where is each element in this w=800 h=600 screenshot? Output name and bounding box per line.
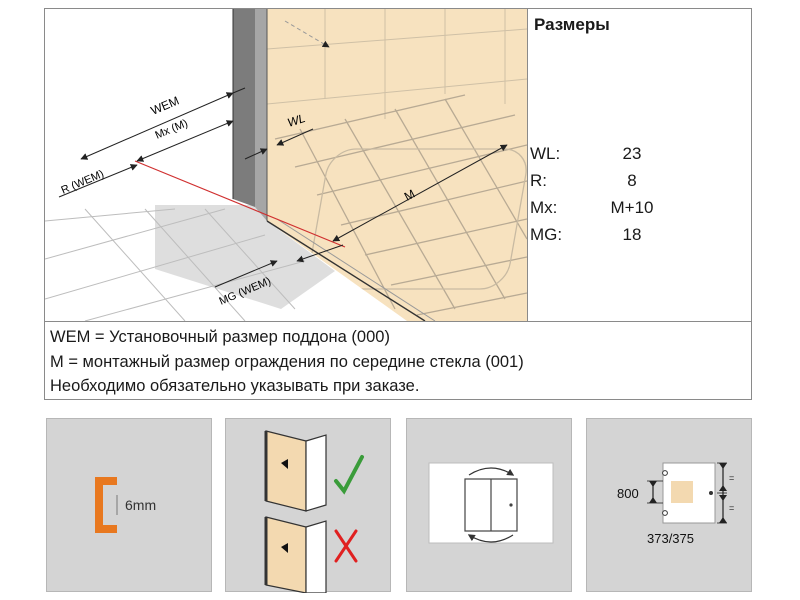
dimension-key: R:	[530, 171, 547, 190]
installation-drawing-svg: WEM Mx (M) R (WEM) WL M MG (WEM)	[45, 9, 527, 321]
checkmark-icon	[334, 455, 364, 495]
door-orientation-box	[225, 418, 391, 593]
dimensions-title: Размеры	[534, 15, 610, 34]
label-mx: Mx (M)	[153, 117, 189, 141]
installation-drawing: WEM Mx (M) R (WEM) WL M MG (WEM)	[45, 9, 528, 321]
dimension-value: 23	[622, 144, 642, 163]
dimensions-panel: Размеры WL: 23 R: 8 Mx: M+10 MG: 18	[528, 9, 751, 321]
door-correct-drawing	[264, 430, 327, 512]
dimension-value: 8	[627, 171, 637, 190]
dimension-row-mx: Mx: M+10	[530, 197, 676, 224]
dimension-row-r: R: 8	[530, 170, 676, 197]
handle-height-label: 800	[617, 486, 639, 501]
cross-icon	[334, 529, 358, 563]
handle-height-icon: 800 = = 373/375	[617, 462, 734, 546]
note-wem: WEM = Установочный размер поддона (000)	[50, 328, 390, 346]
wall-column	[233, 9, 255, 207]
glass-profile-icon: 6mm	[95, 477, 156, 533]
dimension-value: 18	[622, 225, 642, 244]
dimension-row-wl: WL: 23	[530, 143, 676, 170]
note-m: M = монтажный размер ограждения по серед…	[50, 353, 524, 371]
notes-panel: WEM = Установочный размер поддона (000) …	[45, 321, 751, 400]
door-width-label: 373/375	[647, 531, 694, 546]
glass-thickness-label: 6mm	[125, 497, 156, 513]
glass-profile-shape	[95, 477, 117, 533]
door-swing-box	[406, 418, 572, 592]
door-wrong-drawing	[264, 516, 327, 593]
dimension-value: M+10	[610, 198, 654, 217]
dimensions-values: WL: 23 R: 8 Mx: M+10 MG: 18	[530, 143, 676, 251]
dimension-key: Mx:	[530, 198, 558, 217]
svg-text:=: =	[729, 503, 734, 513]
dimension-key: WL:	[530, 144, 561, 163]
svg-text:=: =	[729, 473, 734, 483]
dimensions-table: WEM Mx (M) R (WEM) WL M MG (WEM) Размеры	[44, 8, 752, 400]
door-orientation-icon	[264, 430, 364, 593]
handle-height-box: 800 = = 373/375	[586, 418, 752, 592]
label-r: R (WEM)	[59, 168, 105, 197]
glass-thickness-box: 6mm	[46, 418, 212, 592]
label-wem: WEM	[149, 93, 181, 117]
label-wl: WL	[286, 111, 307, 130]
door-swing-icon	[428, 462, 554, 544]
dimension-row-mg: MG: 18	[530, 224, 676, 251]
dimension-key: MG:	[530, 225, 563, 244]
note-order: Необходимо обязательно указывать при зак…	[50, 377, 420, 395]
